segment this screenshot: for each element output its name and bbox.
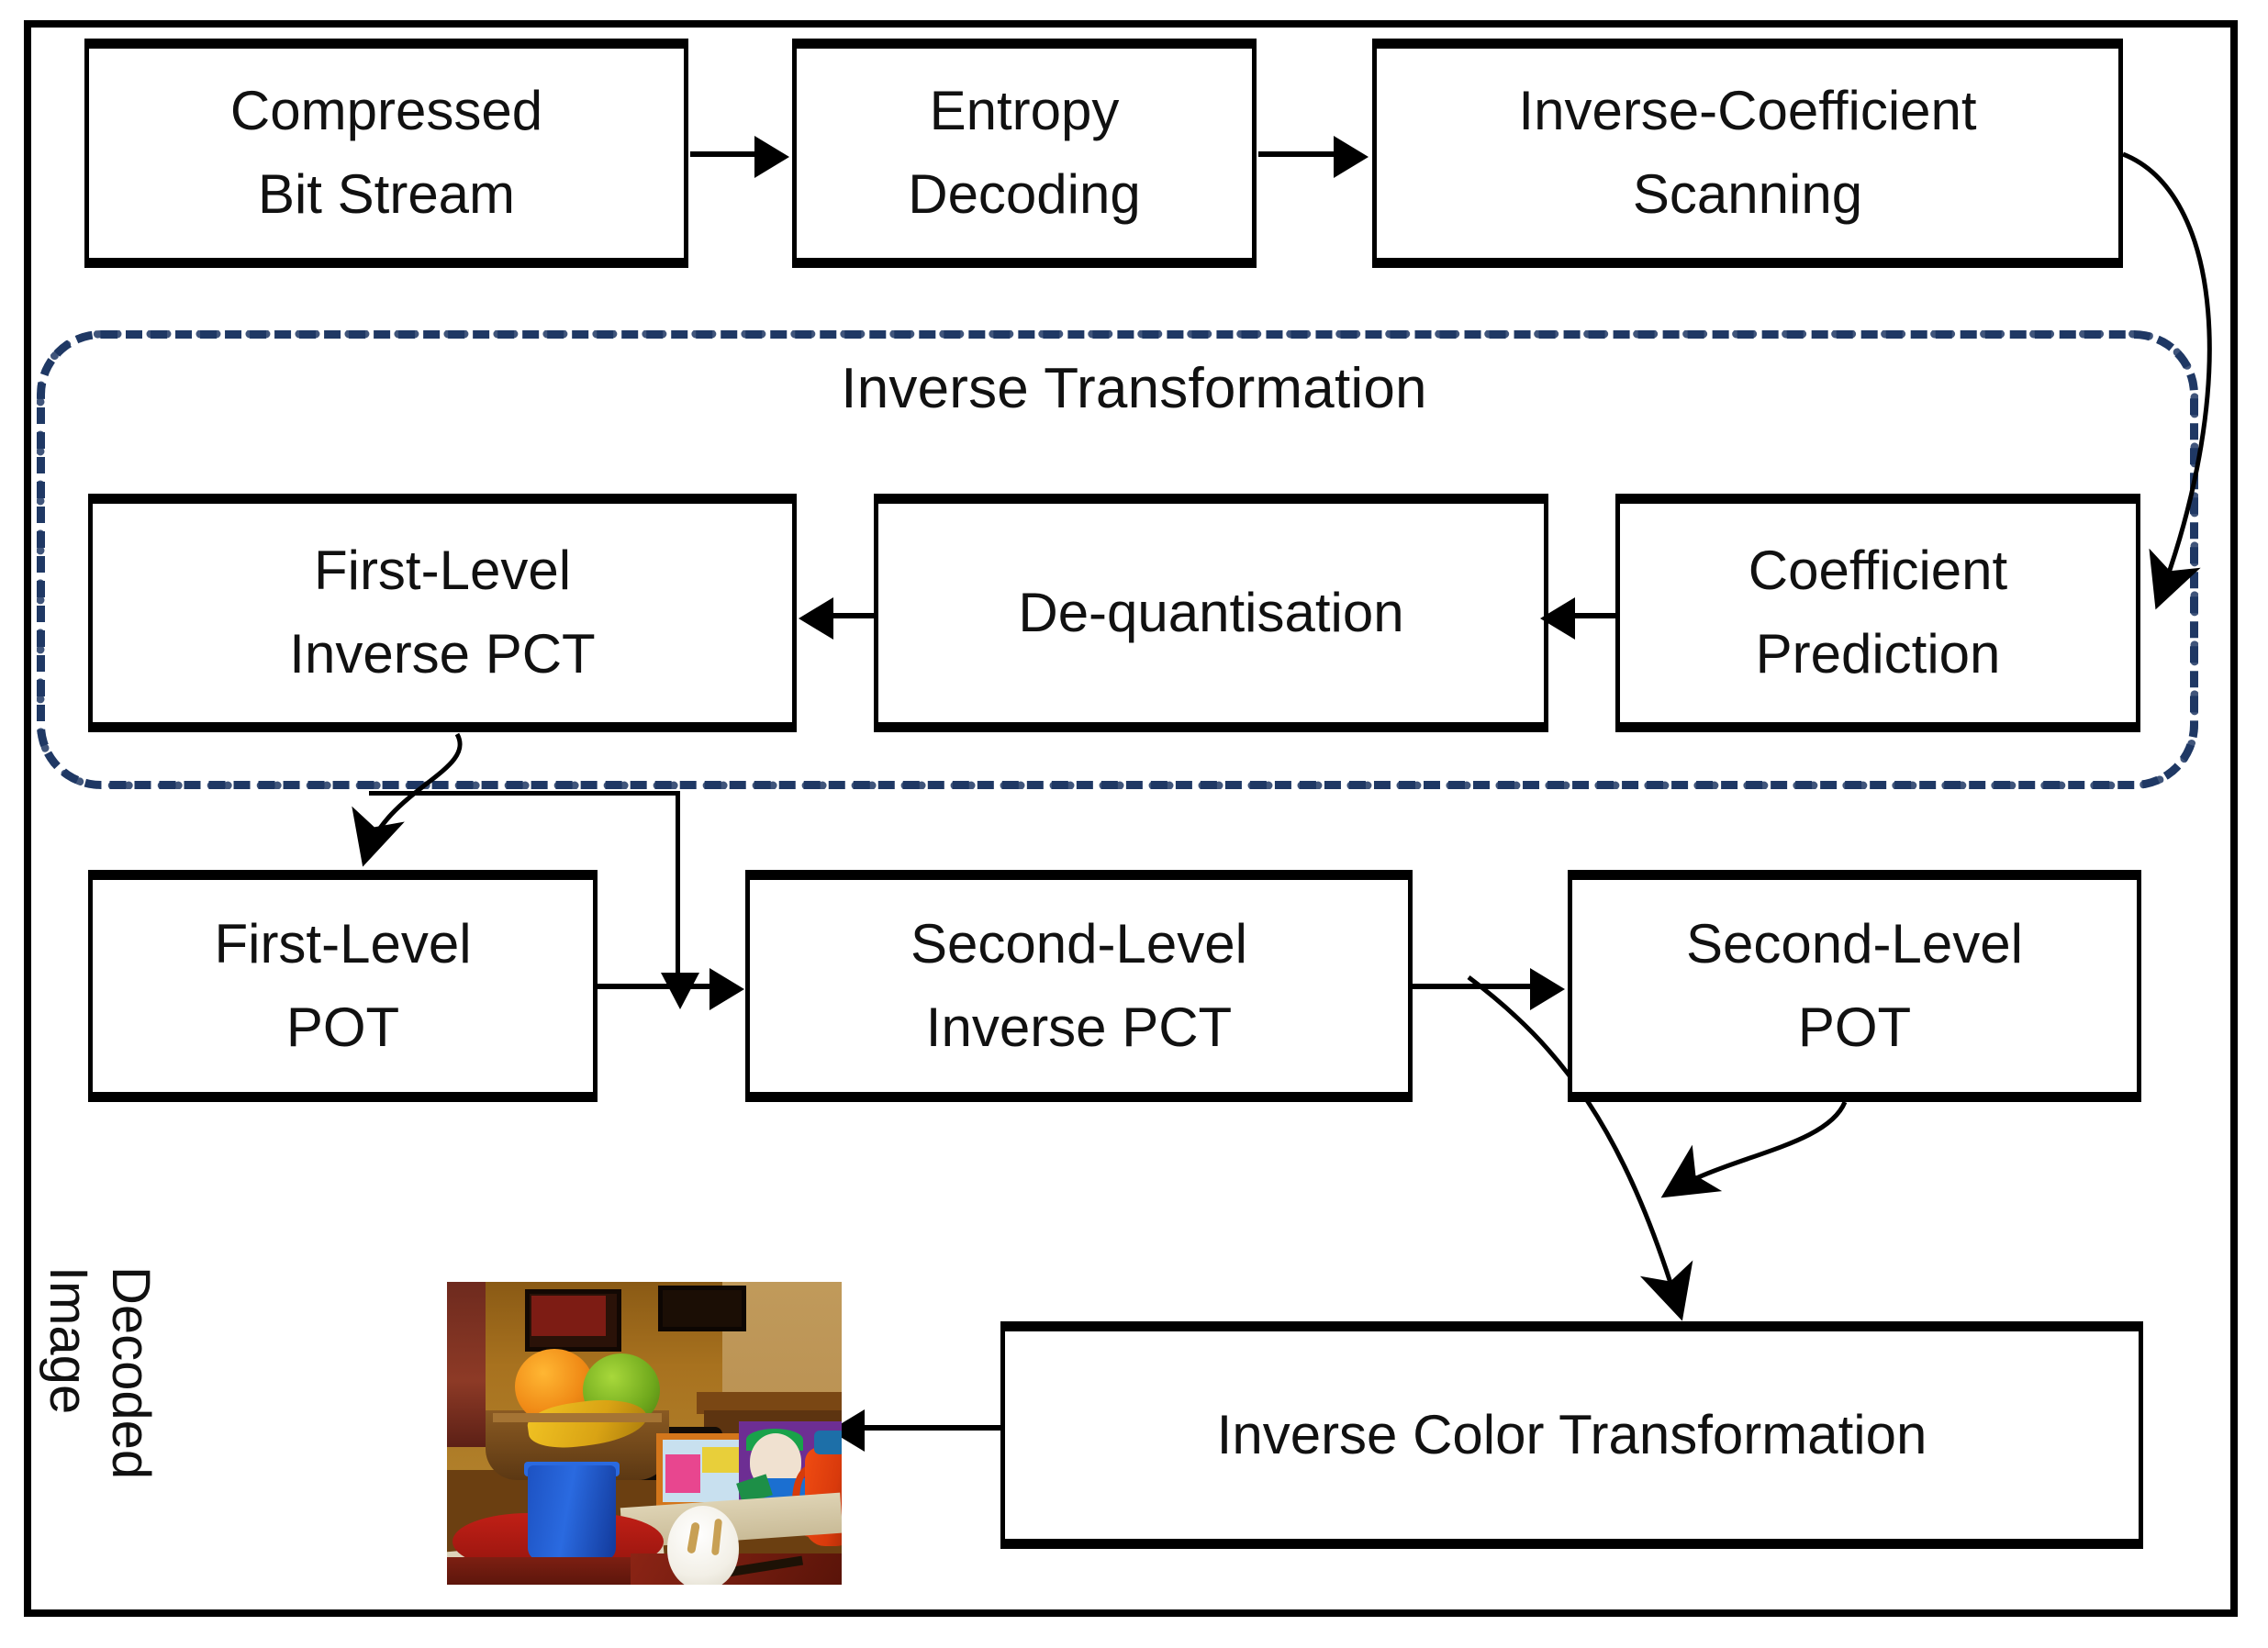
arrow-head-icon — [709, 968, 744, 1010]
arrow-dequant-to-first-level-inverse-pct — [799, 597, 876, 640]
elbow-line-vertical — [661, 791, 699, 1009]
node-compressed-bit-stream[interactable]: Compressed Bit Stream — [84, 39, 688, 268]
arrow-head-icon — [661, 973, 699, 1009]
node-first-level-pot[interactable]: First-Level POT — [88, 870, 598, 1102]
decoded-image-label: Decoded Image — [36, 1266, 162, 1569]
group-title-inverse-transformation: Inverse Transformation — [841, 357, 1427, 420]
node-inverse-coefficient-scanning[interactable]: Inverse-Coefficient Scanning — [1372, 39, 2123, 268]
node-label-line1: Inverse Color Transformation — [1216, 1403, 1927, 1465]
node-label-line1: First-Level — [214, 912, 472, 974]
node-label-line2: Inverse PCT — [925, 996, 1233, 1058]
node-label-line2: Inverse PCT — [289, 623, 596, 685]
node-label-line1: De-quantisation — [1018, 581, 1404, 643]
node-label-line2: Decoding — [908, 163, 1141, 225]
arrow-head-icon — [1540, 597, 1575, 640]
node-second-level-inverse-pct[interactable]: Second-Level Inverse PCT — [745, 870, 1413, 1102]
arrow-head-icon — [1334, 136, 1369, 178]
elbow-line-horizontal — [369, 791, 677, 796]
node-coefficient-prediction[interactable]: Coefficient Prediction — [1615, 494, 2140, 732]
node-label-line1: First-Level — [313, 540, 572, 602]
arrow-coefficient-prediction-to-dequant — [1540, 597, 1617, 640]
node-label-line2: Prediction — [1755, 623, 2001, 685]
arrow-inverse-color-transformation-to-decoded-image — [830, 1409, 1002, 1452]
node-first-level-inverse-pct[interactable]: First-Level Inverse PCT — [88, 494, 797, 732]
node-label-line1: Second-Level — [911, 912, 1247, 974]
decoded-image-label-line1: Decoded — [101, 1266, 161, 1480]
node-label-line2: POT — [285, 996, 400, 1058]
node-second-level-pot[interactable]: Second-Level POT — [1568, 870, 2141, 1102]
node-inverse-color-transformation[interactable]: Inverse Color Transformation — [1000, 1321, 2143, 1549]
node-label-line1: Coefficient — [1748, 540, 2008, 602]
arrow-head-icon — [754, 136, 789, 178]
node-label-line1: Inverse-Coefficient — [1518, 80, 1977, 142]
arrow-head-icon — [799, 597, 833, 640]
node-label-line1: Compressed — [229, 80, 543, 142]
decoded-image-thumbnail — [447, 1282, 842, 1585]
node-label-line2: Bit Stream — [257, 163, 516, 225]
decoded-image-label-line2: Image — [38, 1266, 98, 1415]
arrow-entropy-to-scanning — [1258, 136, 1369, 178]
arrow-head-icon — [1530, 968, 1565, 1010]
node-label-line2: Scanning — [1632, 163, 1863, 225]
node-entropy-decoding[interactable]: Entropy Decoding — [792, 39, 1257, 268]
node-de-quantisation[interactable]: De-quantisation — [874, 494, 1548, 732]
node-label-line1: Second-Level — [1686, 912, 2023, 974]
node-label-line1: Entropy — [929, 80, 1120, 142]
arrow-compressed-to-entropy — [690, 136, 789, 178]
arrow-first-level-pot-to-second-level-inverse-pct — [598, 968, 744, 1010]
node-label-line2: POT — [1797, 996, 1912, 1058]
arrow-second-level-inverse-pct-to-second-level-pot — [1413, 968, 1565, 1010]
